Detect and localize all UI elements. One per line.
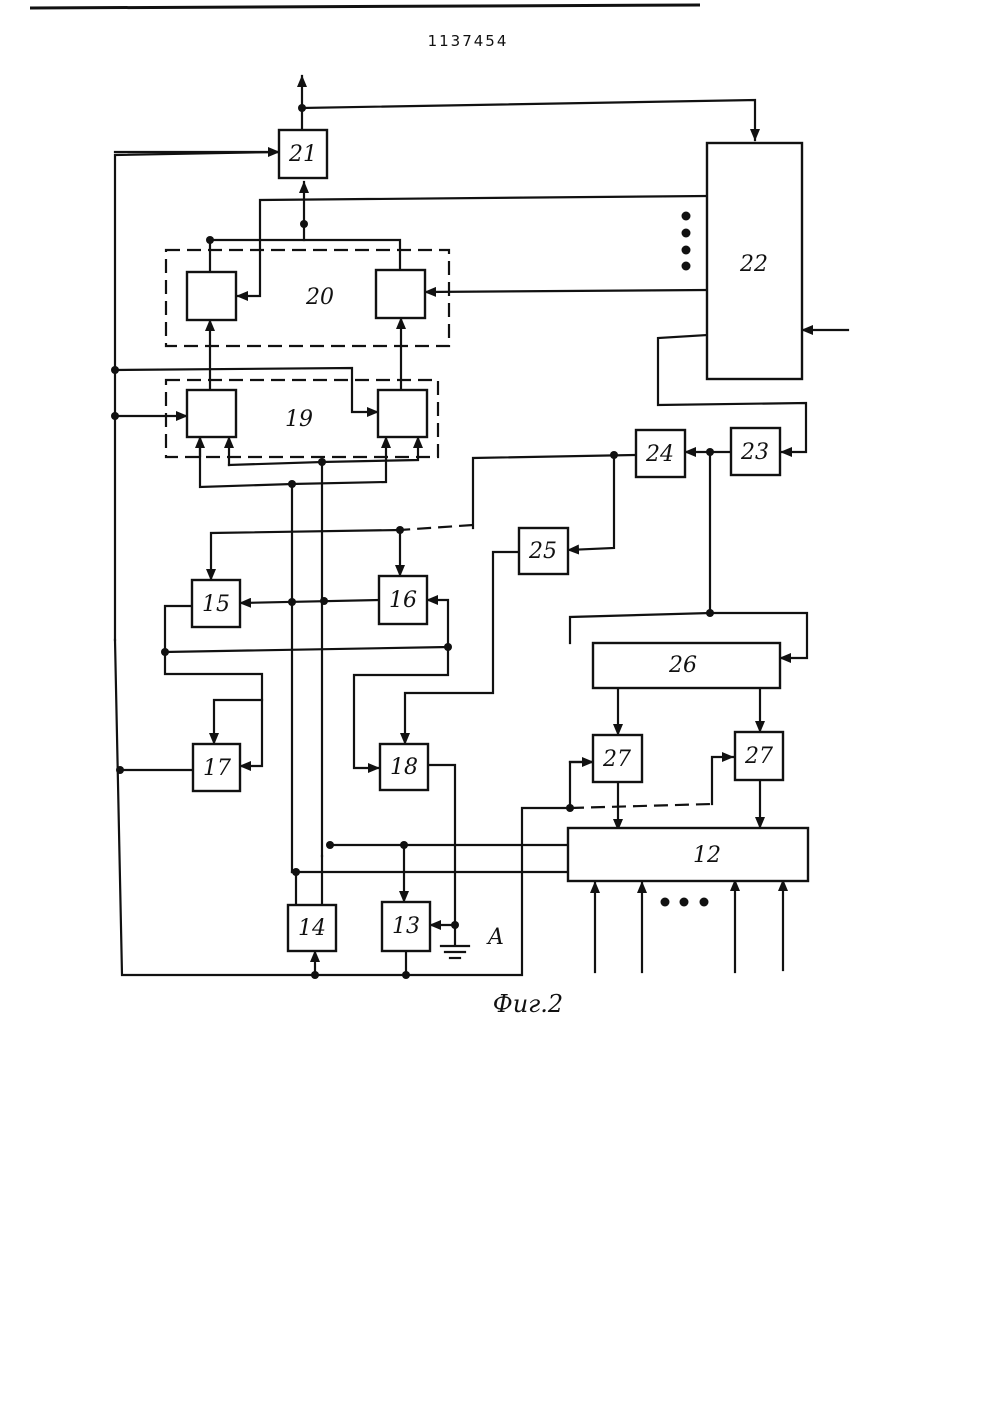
block-17: 17 bbox=[193, 744, 240, 791]
svg-text:14: 14 bbox=[298, 916, 326, 941]
svg-text:27: 27 bbox=[744, 744, 773, 769]
svg-text:26: 26 bbox=[668, 653, 697, 678]
patent-number: 1137454 bbox=[428, 32, 509, 50]
block-27-right: 27 bbox=[735, 732, 783, 780]
block-24: 24 bbox=[636, 430, 685, 477]
block-27-left: 27 bbox=[593, 735, 642, 782]
svg-text:27: 27 bbox=[602, 747, 631, 772]
block-16: 16 bbox=[379, 576, 427, 624]
svg-text:19: 19 bbox=[285, 407, 313, 432]
svg-text:16: 16 bbox=[389, 588, 417, 613]
svg-text:13: 13 bbox=[392, 914, 420, 939]
block-21: 21 bbox=[279, 130, 327, 178]
block-15: 15 bbox=[192, 580, 240, 627]
block-12: 12 bbox=[568, 828, 808, 881]
block-26: 26 bbox=[593, 643, 780, 688]
svg-text:21: 21 bbox=[288, 142, 317, 167]
svg-text:25: 25 bbox=[528, 539, 557, 564]
node-label-a: A bbox=[486, 925, 504, 950]
svg-text:15: 15 bbox=[202, 592, 230, 617]
figure-caption: Фиг.2 bbox=[493, 990, 563, 1018]
svg-text:12: 12 bbox=[693, 843, 721, 868]
svg-text:20: 20 bbox=[305, 285, 334, 310]
block-25: 25 bbox=[519, 528, 568, 574]
block-20: 20 bbox=[166, 250, 449, 346]
svg-text:22: 22 bbox=[739, 252, 768, 277]
page-top-border bbox=[30, 5, 700, 8]
svg-text:17: 17 bbox=[203, 756, 231, 781]
svg-text:24: 24 bbox=[645, 442, 674, 467]
block-23: 23 bbox=[731, 428, 780, 475]
block-22: 22 bbox=[707, 143, 802, 379]
svg-text:23: 23 bbox=[740, 440, 769, 465]
svg-text:18: 18 bbox=[390, 755, 418, 780]
block-18: 18 bbox=[380, 744, 428, 790]
block-14: 14 bbox=[288, 905, 336, 951]
block-19: 19 bbox=[166, 380, 438, 457]
block-13: 13 bbox=[382, 902, 430, 951]
